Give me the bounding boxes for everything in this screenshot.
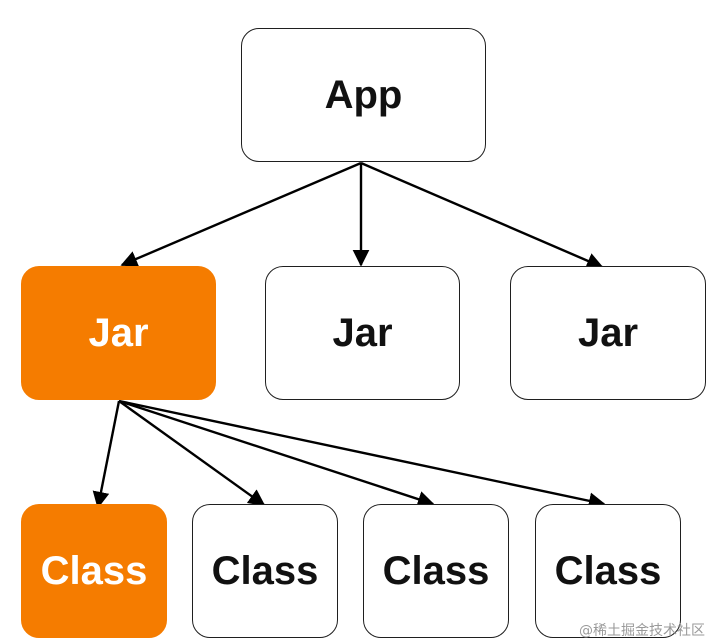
edge-app-to-jar-3 <box>360 161 604 269</box>
class-node-highlighted: Class <box>21 504 167 638</box>
app-node: App <box>241 28 486 162</box>
edge-jar-1-to-class-2 <box>118 400 266 506</box>
jar-node-label: Jar <box>332 310 393 355</box>
app-node-label: App <box>324 72 403 117</box>
jar-node: Jar <box>265 266 460 400</box>
edge-app-to-jar-1 <box>120 161 362 267</box>
edge-jar-1-to-class-3 <box>118 399 435 508</box>
jar-node-highlighted: Jar <box>21 266 216 400</box>
class-node: Class <box>535 504 681 638</box>
class-node-label: Class <box>382 548 490 593</box>
class-node-label: Class <box>40 548 148 593</box>
class-node: Class <box>192 504 338 638</box>
jar-node-label: Jar <box>88 310 149 355</box>
edge-jar-1-to-class-4 <box>118 399 606 510</box>
watermark-text: @稀土掘金技术社区 <box>579 623 705 639</box>
edge-jar-1-to-class-1 <box>92 400 121 509</box>
class-node: Class <box>363 504 509 638</box>
class-node-label: Class <box>211 548 319 593</box>
jar-node-label: Jar <box>577 310 639 355</box>
jar-node: Jar <box>510 266 706 400</box>
class-node-label: Class <box>554 548 662 593</box>
